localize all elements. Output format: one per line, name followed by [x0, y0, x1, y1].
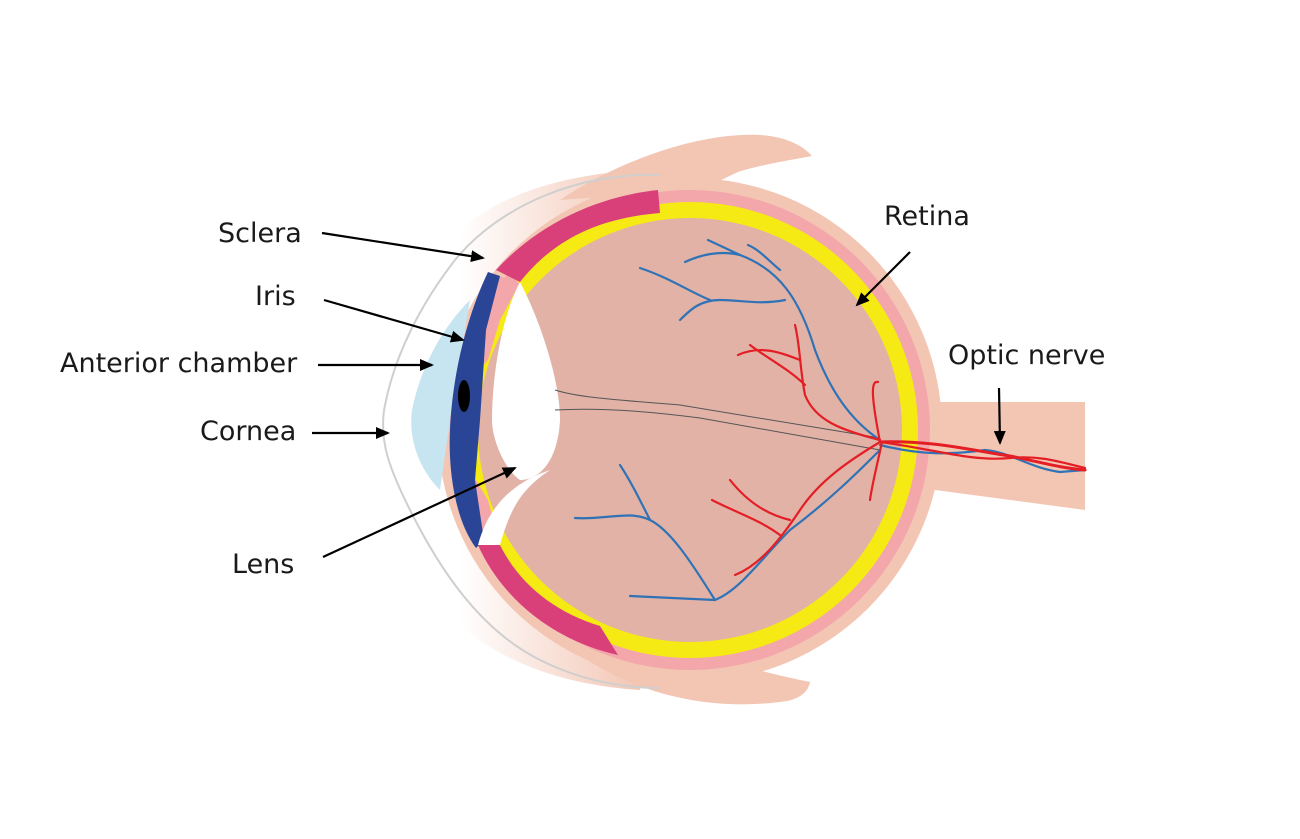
upper-ciliary-body: [496, 190, 660, 282]
lower-ciliary-body: [478, 545, 618, 655]
optic-nerve-label: Optic nerve: [948, 340, 1105, 371]
sclera-arrow: [321, 231, 485, 263]
iris-arrow: [323, 298, 465, 343]
optic-nerve-arrow: [993, 387, 1006, 445]
veins: [573, 238, 1087, 602]
retina-arrow: [855, 251, 911, 307]
anterior-chamber: [411, 300, 470, 490]
cornea-label: Cornea: [200, 416, 296, 447]
sclera-label: Sclera: [218, 218, 302, 249]
anterior-chamber-label: Anterior chamber: [60, 348, 298, 379]
lens-label: Lens: [232, 549, 294, 580]
lens-lower: [478, 470, 550, 545]
iris-label: Iris: [255, 281, 296, 312]
lens-arrow: [322, 467, 517, 558]
lens: [492, 282, 560, 480]
pupil: [458, 380, 470, 412]
vitreous-body: [478, 218, 902, 642]
sclera-outline: [382, 173, 661, 689]
visual-axis-upper: [554, 389, 881, 439]
retina-label: Retina: [884, 201, 970, 232]
arteries: [710, 323, 1087, 577]
visual-axis-lower: [554, 408, 881, 451]
iris: [449, 272, 500, 548]
label-arrows: [312, 231, 1006, 558]
